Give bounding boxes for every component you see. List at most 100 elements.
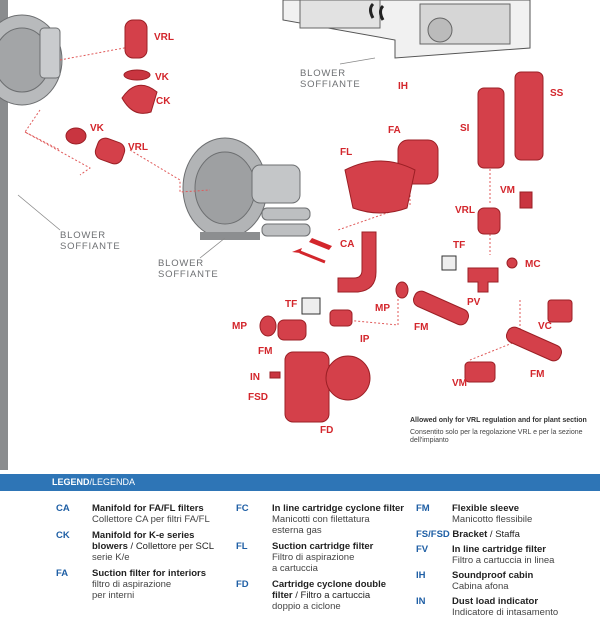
- label-ca: CA: [340, 239, 354, 250]
- legend-column-3: FM Flexible sleeve Manicotto flessibile …: [416, 503, 600, 618]
- label-ip: IP: [360, 334, 370, 345]
- legend-name: Dust load indicator: [452, 596, 539, 607]
- legend-code: IH: [416, 570, 426, 581]
- legend-code: FV: [416, 544, 429, 555]
- legend-name: In line cartridge cyclone filter: [272, 503, 404, 514]
- legend-entry: FM Flexible sleeve Manicotto flessibile: [416, 503, 600, 525]
- usage-note-en: Allowed only for VRL regulation and for …: [410, 417, 587, 424]
- usage-note: Allowed only for VRL regulation and for …: [410, 417, 590, 446]
- blower-accessories-diagram: VRL VK CK VK VRL IH FA FL SI SS VM VRL C…: [0, 0, 573, 436]
- label-ck: CK: [156, 96, 171, 107]
- label-vk-left: VK: [90, 123, 105, 134]
- legend-sub: esterna gas: [272, 525, 322, 536]
- label-tf-right: TF: [453, 240, 465, 251]
- legend-code: FM: [416, 503, 430, 514]
- label-vm-bottom: VM: [452, 378, 467, 389]
- label-fd: FD: [320, 425, 333, 436]
- legend-inline-it: / Filtro a cartuccia: [292, 590, 371, 601]
- legend-entry: FV In line cartridge filter Filtro a car…: [416, 544, 600, 566]
- label-ih: IH: [398, 81, 408, 92]
- label-ss: SS: [550, 88, 564, 99]
- label-fm-right: FM: [530, 369, 544, 380]
- legend-sub: serie K/e: [92, 552, 130, 563]
- legend-entry: FA Suction filter for interiors filtro d…: [56, 568, 226, 601]
- blower-left: [0, 14, 63, 106]
- legend-entry: CA Manifold for FA/FL filters Collettore…: [56, 503, 226, 525]
- legend-sub: Indicatore di intasamento: [452, 607, 559, 618]
- legend-name-cont: blowers: [92, 541, 128, 552]
- legend-code: FL: [236, 541, 248, 552]
- legend-name: Bracket: [452, 529, 488, 540]
- part-labels: VRL VK CK VK VRL IH FA FL SI SS VM VRL C…: [90, 32, 564, 436]
- blower-label-center-it: SOFFIANTE: [158, 269, 219, 280]
- flow-arrows: [292, 238, 332, 264]
- legend-column-1: CA Manifold for FA/FL filters Collettore…: [56, 503, 226, 606]
- legend-sub: Collettore CA per filtri FA/FL: [92, 514, 210, 525]
- legend-inline-it: / Collettore per SCL: [127, 541, 214, 552]
- legend-code: FA: [56, 568, 69, 579]
- label-si: SI: [460, 123, 470, 134]
- blower-label-left-en: BLOWER: [60, 230, 106, 241]
- legend-inline-it: / Staffa: [487, 529, 520, 540]
- label-fa: FA: [388, 125, 401, 136]
- legend-column-2: FC In line cartridge cyclone filter Mani…: [236, 503, 416, 617]
- label-pv: PV: [467, 297, 481, 308]
- blower-label-left-it: SOFFIANTE: [60, 241, 121, 252]
- legend-sub: filtro di aspirazione: [92, 579, 172, 590]
- page-edge-bar: [0, 0, 8, 470]
- legend-entry: IH Soundproof cabin Cabina afona: [416, 570, 600, 592]
- legend-entry: FD Cartridge cyclone double filter / Fil…: [236, 579, 416, 612]
- legend-name: Cartridge cyclone double: [272, 579, 387, 590]
- legend-entry: FL Suction cartridge filter Filtro di as…: [236, 541, 416, 574]
- label-vrl-right: VRL: [455, 205, 475, 216]
- label-fsd: FSD: [248, 392, 268, 403]
- legend-sub: Manicotto flessibile: [452, 514, 533, 525]
- red-accessories: [65, 19, 573, 423]
- legend-name: Flexible sleeve: [452, 503, 520, 514]
- label-fl: FL: [340, 147, 352, 158]
- legend-name: Manifold for FA/FL filters: [92, 503, 204, 514]
- label-vk-top: VK: [155, 72, 170, 83]
- legend-title-bold: LEGEND: [52, 477, 90, 487]
- label-mp-left: MP: [232, 321, 247, 332]
- blower-labels: BLOWER SOFFIANTE BLOWER SOFFIANTE BLOWER…: [17, 57, 376, 280]
- legend-code: FC: [236, 503, 249, 514]
- legend-sub: Manicotti con filettatura: [272, 514, 370, 525]
- legend-entry: CK Manifold for K-e series blowers / Col…: [56, 530, 226, 563]
- soundproof-cabin-ih: [282, 0, 531, 59]
- label-tf-left: TF: [285, 299, 297, 310]
- legend-name: Suction filter for interiors: [92, 568, 207, 579]
- blower-center: [182, 137, 311, 240]
- legend-sub: Cabina afona: [452, 581, 509, 592]
- legend-name: In line cartridge filter: [452, 544, 546, 555]
- legend-entry: IN Dust load indicator Indicatore di int…: [416, 596, 600, 618]
- legend-entry: FC In line cartridge cyclone filter Mani…: [236, 503, 416, 536]
- label-mp-mid: MP: [375, 303, 390, 314]
- legend-code: IN: [416, 596, 426, 607]
- legend-sub: Filtro a cartuccia in linea: [452, 555, 555, 566]
- blower-label-top-en: BLOWER: [300, 68, 346, 79]
- legend-name-cont: filter: [272, 590, 293, 601]
- legend-sub: doppio a ciclone: [272, 601, 341, 612]
- label-in: IN: [250, 372, 260, 383]
- legend-code: FS/FSD: [416, 529, 450, 540]
- legend-code: CK: [56, 530, 70, 541]
- usage-note-it: Consentito solo per la regolazione VRL e…: [410, 428, 583, 445]
- label-mc: MC: [525, 259, 541, 270]
- legend-name: Manifold for K-e series: [92, 530, 195, 541]
- blower-label-top-it: SOFFIANTE: [300, 79, 361, 90]
- legend-name: Suction cartridge filter: [272, 541, 374, 552]
- legend-code: CA: [56, 503, 70, 514]
- legend-entry: FS/FSD Bracket / Staffa: [416, 529, 600, 540]
- label-vrl-left: VRL: [128, 142, 148, 153]
- legend-sub: Filtro di aspirazione: [272, 552, 355, 563]
- legend-sub: per interni: [92, 590, 135, 601]
- label-vc: VC: [538, 321, 552, 332]
- blower-label-center-en: BLOWER: [158, 258, 204, 269]
- label-fm-mid: FM: [414, 322, 428, 333]
- legend-name: Soundproof cabin: [452, 570, 534, 581]
- label-vm-top: VM: [500, 185, 515, 196]
- legend-title-rest: /LEGENDA: [89, 477, 136, 487]
- label-vrl-top: VRL: [154, 32, 174, 43]
- legend-sub: a cartuccia: [272, 563, 318, 574]
